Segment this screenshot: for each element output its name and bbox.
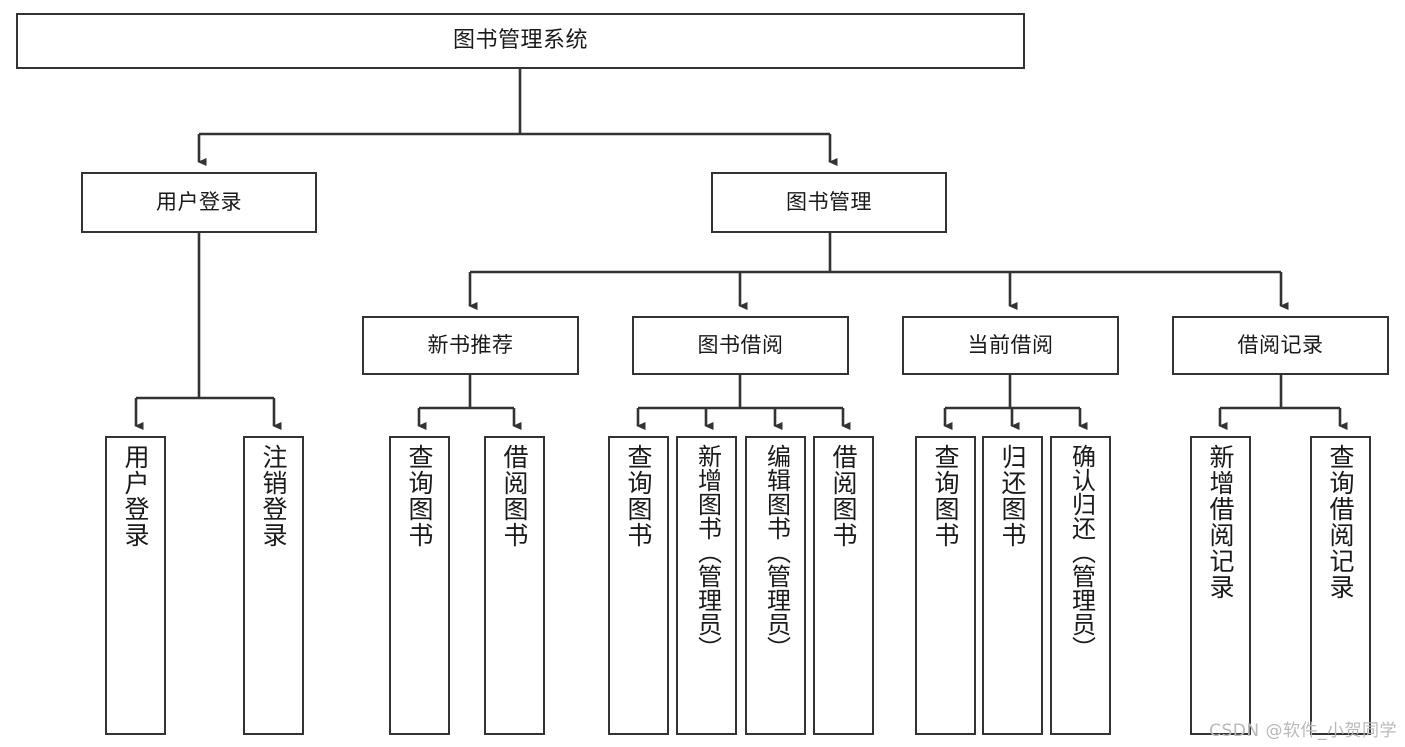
node-book-borrow[interactable]: 图书借阅: [632, 316, 849, 375]
node-label: 编辑图书（管理员）: [762, 444, 791, 660]
node-label: 查询图书: [405, 444, 434, 548]
node-label: 用户登录: [156, 189, 242, 214]
node-label: 查询图书: [931, 444, 960, 548]
node-label: 新增图书（管理员）: [693, 444, 722, 660]
node-leaf-user-logout[interactable]: 注销登录: [243, 436, 304, 735]
node-label: 当前借阅: [967, 332, 1054, 357]
node-leaf-newbook-borrow[interactable]: 借阅图书: [484, 436, 545, 735]
node-label: 确认归还（管理员）: [1067, 444, 1096, 660]
node-label: 借阅图书: [829, 444, 858, 548]
node-root-system[interactable]: 图书管理系统: [16, 13, 1025, 69]
node-book-management[interactable]: 图书管理: [711, 172, 947, 233]
node-new-book-recommend[interactable]: 新书推荐: [362, 316, 579, 375]
node-leaf-user-login[interactable]: 用户登录: [105, 436, 166, 735]
node-label: 归还图书: [998, 444, 1027, 548]
node-user-login[interactable]: 用户登录: [81, 172, 317, 233]
node-leaf-borrow-query[interactable]: 查询图书: [608, 436, 669, 735]
node-label: 用户登录: [121, 444, 150, 548]
node-leaf-current-query[interactable]: 查询图书: [915, 436, 976, 735]
node-label: 查询图书: [624, 444, 653, 548]
node-label: 新书推荐: [427, 332, 514, 357]
node-label: 图书管理系统: [452, 27, 588, 53]
node-leaf-record-add[interactable]: 新增借阅记录: [1190, 436, 1251, 735]
node-label: 图书管理: [786, 189, 872, 214]
node-label: 图书借阅: [697, 332, 784, 357]
node-leaf-borrow-add-book[interactable]: 新增图书（管理员）: [676, 436, 737, 735]
node-leaf-record-query[interactable]: 查询借阅记录: [1310, 436, 1371, 735]
node-leaf-borrow-edit-book[interactable]: 编辑图书（管理员）: [745, 436, 806, 735]
csdn-watermark: CSDN @软件_小贺同学: [1209, 721, 1397, 741]
node-label: 借阅图书: [500, 444, 529, 548]
node-leaf-current-return[interactable]: 归还图书: [982, 436, 1043, 735]
node-leaf-borrow-book[interactable]: 借阅图书: [813, 436, 874, 735]
node-current-borrow[interactable]: 当前借阅: [902, 316, 1119, 375]
node-leaf-newbook-query[interactable]: 查询图书: [389, 436, 450, 735]
node-label: 注销登录: [259, 444, 288, 548]
node-borrow-record[interactable]: 借阅记录: [1172, 316, 1389, 375]
node-leaf-current-confirm-return[interactable]: 确认归还（管理员）: [1050, 436, 1111, 735]
node-label: 新增借阅记录: [1206, 444, 1235, 600]
node-label: 借阅记录: [1237, 332, 1324, 357]
node-label: 查询借阅记录: [1326, 444, 1355, 600]
